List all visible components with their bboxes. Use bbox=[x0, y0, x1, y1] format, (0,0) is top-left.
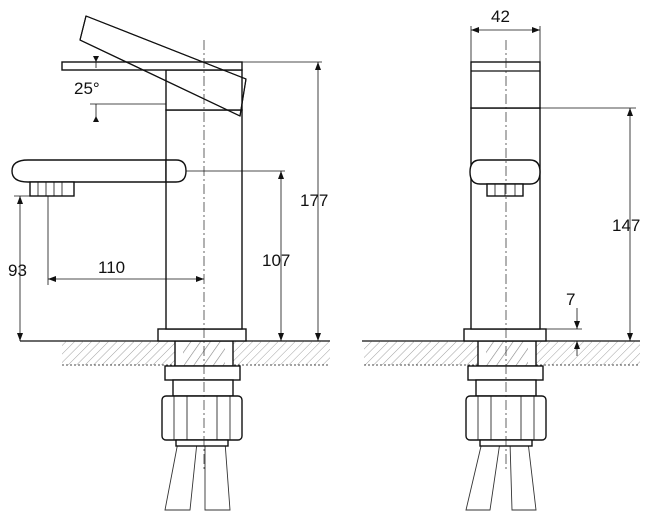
dim-base-thickness: 7 bbox=[546, 290, 582, 356]
dim-body-height: 147 bbox=[540, 107, 640, 341]
dim-height-to-spout: 107 bbox=[262, 171, 290, 341]
side-view: 25° 110 93 107 177 bbox=[8, 15, 330, 511]
front-spout bbox=[469, 159, 541, 197]
dim-lever-angle: 25° bbox=[74, 56, 100, 122]
spout-reach-label: 110 bbox=[98, 258, 125, 277]
front-base-plate bbox=[463, 328, 547, 342]
total-height-label: 177 bbox=[300, 191, 328, 210]
side-spout bbox=[11, 159, 187, 197]
spout-height-label: 93 bbox=[8, 261, 27, 280]
dim-spout-reach: 110 bbox=[48, 258, 204, 282]
base-thickness-label: 7 bbox=[566, 290, 575, 309]
dim-total-height: 177 bbox=[300, 62, 328, 341]
front-cartridge-cap bbox=[470, 61, 541, 109]
height-to-spout-label: 107 bbox=[262, 251, 290, 270]
dim-body-width: 42 bbox=[470, 7, 541, 62]
front-supply-hoses bbox=[465, 441, 537, 511]
front-faucet-body bbox=[470, 107, 541, 330]
front-view: 42 147 7 bbox=[362, 7, 640, 511]
side-lever-closed bbox=[61, 61, 243, 71]
side-base-plate bbox=[157, 328, 247, 342]
side-mounting-nut bbox=[161, 340, 243, 447]
body-height-label: 147 bbox=[612, 216, 640, 235]
lever-angle-label: 25° bbox=[74, 79, 100, 98]
dim-spout-height: 93 bbox=[8, 196, 27, 341]
front-mounting-nut bbox=[465, 340, 547, 447]
side-supply-hoses bbox=[164, 441, 231, 511]
side-lever-open bbox=[79, 15, 247, 117]
body-width-label: 42 bbox=[491, 7, 510, 26]
